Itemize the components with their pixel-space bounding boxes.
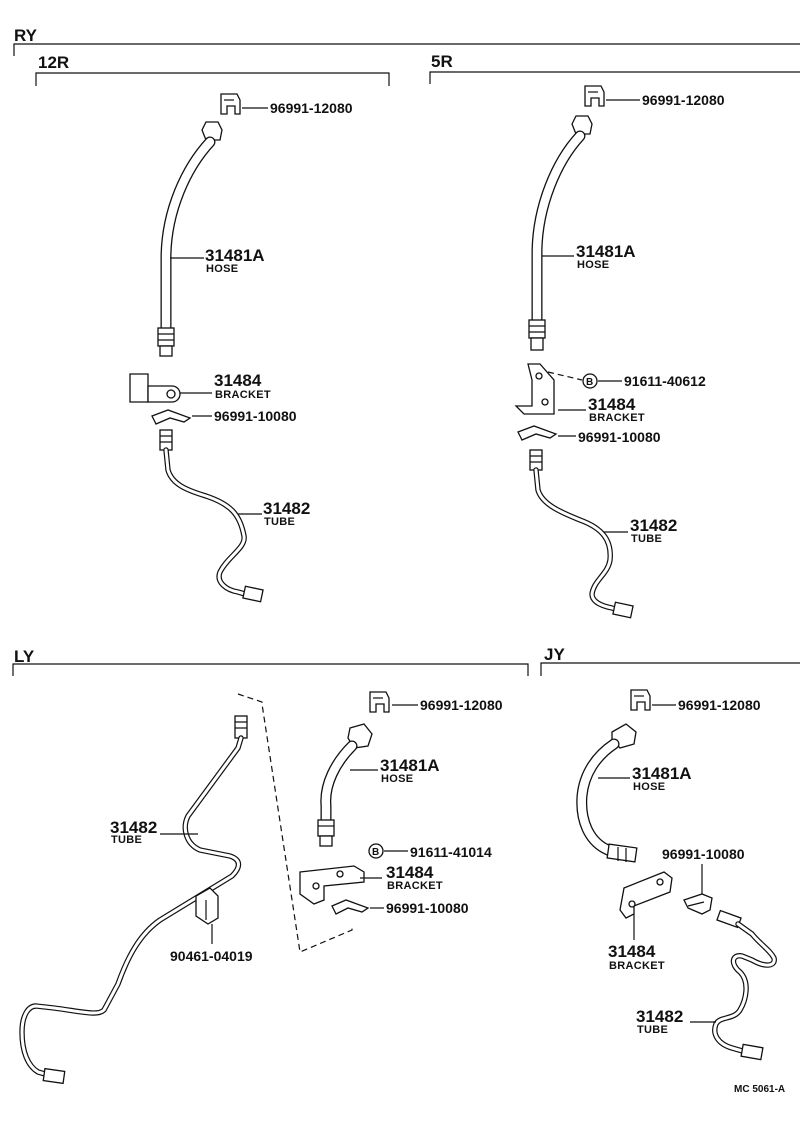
- hose-part-number: 31481A: [576, 242, 636, 261]
- tube-icon: [529, 449, 634, 619]
- tube-part-number: 31482: [110, 818, 157, 837]
- bolt-part-number: 91611-40612: [624, 373, 706, 389]
- bracket-label: BRACKET: [589, 412, 645, 424]
- section-bracket-5r: [429, 71, 800, 84]
- bracket-part-number: 31484: [608, 942, 656, 961]
- bolt-part-number: 91611-41014: [410, 844, 492, 860]
- tube-part-number: 31482: [636, 1007, 683, 1026]
- tube-icon: [19, 715, 248, 1085]
- tube-icon: [159, 429, 264, 603]
- clip-icon: [584, 85, 605, 107]
- bracket-icon: [619, 871, 673, 919]
- group-boundary: [237, 693, 353, 953]
- bracket-label: BRACKET: [387, 880, 443, 892]
- leader-line: [547, 371, 583, 381]
- clip-12080-label: 96991-12080: [642, 92, 725, 108]
- clip-icon: [517, 425, 558, 441]
- hose-label: HOSE: [577, 259, 609, 271]
- hose-label: HOSE: [206, 263, 238, 275]
- assembly-ly: 31482 TUBE 90461-04019 96991-12080 31481: [19, 691, 503, 1085]
- hose-icon: [528, 115, 593, 351]
- hose-label: HOSE: [633, 781, 665, 793]
- clip-12080-label: 96991-12080: [270, 100, 353, 116]
- clip-10080-label: 96991-10080: [578, 429, 661, 445]
- hose-icon: [576, 723, 638, 863]
- bracket-icon: [514, 363, 555, 415]
- hose-icon: [157, 121, 223, 357]
- hose-label: HOSE: [381, 773, 413, 785]
- tube-part-number: 31482: [630, 516, 677, 535]
- section-label-jy: JY: [544, 645, 565, 664]
- tube-label: TUBE: [264, 516, 295, 528]
- bracket-part-number: 31484: [214, 371, 262, 390]
- svg-text:B: B: [586, 377, 593, 388]
- section-bracket-ly: [12, 663, 529, 676]
- section-label-ry: RY: [14, 26, 38, 45]
- assembly-jy: 96991-12080 31481A HOSE 96991-10080 3148…: [576, 689, 777, 1061]
- hose-part-number: 31481A: [205, 246, 265, 265]
- tube-label: TUBE: [637, 1024, 668, 1036]
- clip-10080-label: 96991-10080: [662, 846, 745, 862]
- assembly-5r: 96991-12080 31481A HOSE B 91611-40612 31…: [514, 85, 725, 619]
- tube-label: TUBE: [111, 834, 142, 846]
- clip-icon: [331, 899, 370, 915]
- section-bracket-jy: [540, 662, 800, 676]
- clip-icon: [369, 691, 390, 713]
- hose-part-number: 31481A: [632, 764, 692, 783]
- section-bracket-12r: [35, 72, 390, 86]
- tube-part-number: 31482: [263, 499, 310, 518]
- bolt-icon: B: [582, 373, 598, 389]
- bracket-icon: [299, 865, 365, 905]
- hose-part-number: 31481A: [380, 756, 440, 775]
- section-label-12r: 12R: [38, 53, 69, 72]
- bracket-part-number: 31484: [386, 863, 434, 882]
- tube-label: TUBE: [631, 533, 662, 545]
- clip-10080-label: 96991-10080: [214, 408, 297, 424]
- clip-icon: [630, 689, 651, 711]
- hose-icon: [317, 723, 373, 847]
- clip-10080-label: 96991-10080: [386, 900, 469, 916]
- clip-icon: [220, 93, 241, 115]
- tube-icon: [712, 909, 777, 1061]
- clamp-icon: [195, 887, 219, 925]
- clip-12080-label: 96991-12080: [678, 697, 761, 713]
- bracket-part-number: 31484: [588, 395, 636, 414]
- section-label-ly: LY: [14, 647, 35, 666]
- clip-icon: [151, 409, 192, 425]
- bracket-label: BRACKET: [215, 389, 271, 401]
- clip-12080-label: 96991-12080: [420, 697, 503, 713]
- section-bracket-ry: [13, 43, 800, 56]
- svg-text:B: B: [372, 847, 379, 858]
- figure-code: MC 5061-A: [734, 1084, 785, 1095]
- section-label-5r: 5R: [431, 52, 453, 71]
- bracket-label: BRACKET: [609, 960, 665, 972]
- clamp-part-number: 90461-04019: [170, 948, 253, 964]
- clip-icon: [683, 893, 713, 915]
- bolt-icon: B: [368, 843, 384, 859]
- bracket-icon: [129, 373, 181, 403]
- assembly-12r: 96991-12080 31481A HOSE 31484 BRACKET 96…: [129, 93, 353, 603]
